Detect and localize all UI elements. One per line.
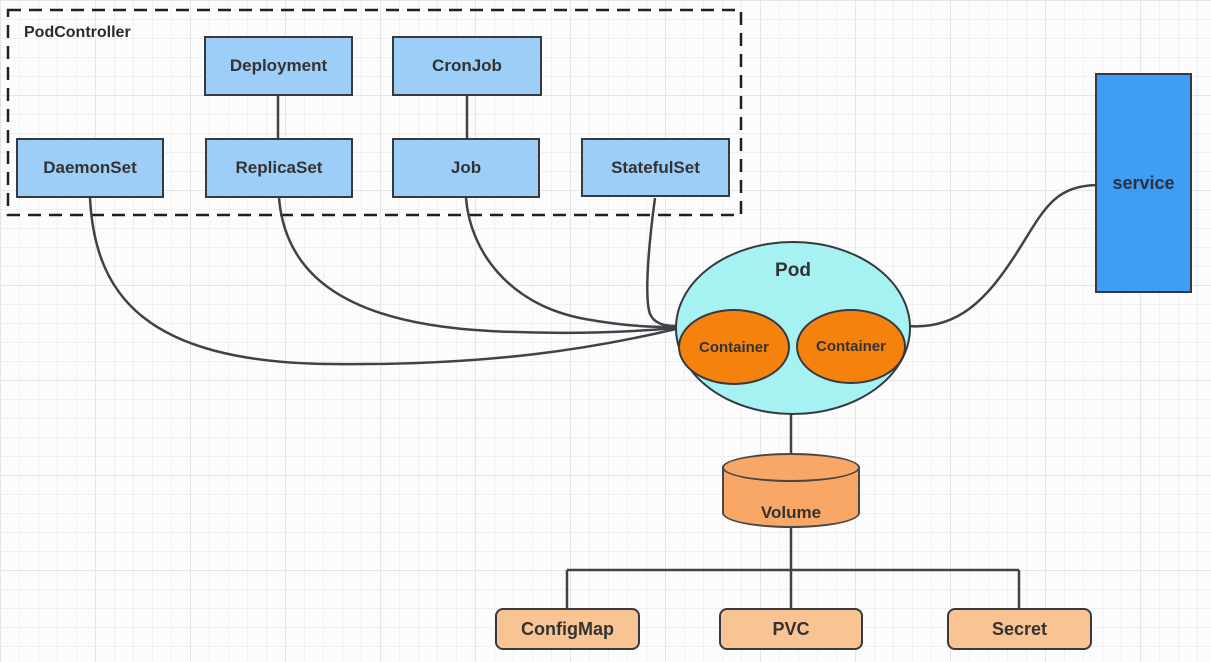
node-pvc: PVC bbox=[719, 608, 863, 650]
edge-pod-service bbox=[907, 183, 1098, 328]
node-daemonset-label: DaemonSet bbox=[43, 158, 137, 177]
node-container-1-label: Container bbox=[698, 338, 769, 356]
node-job-label: Job bbox=[450, 158, 482, 177]
node-job: Job bbox=[392, 138, 540, 198]
node-deployment-label: Deployment bbox=[229, 56, 328, 75]
node-volume-label: Volume bbox=[760, 503, 822, 522]
edge-replicaset-pod bbox=[277, 197, 677, 335]
node-secret-label: Secret bbox=[991, 618, 1048, 639]
node-cronjob: CronJob bbox=[392, 36, 542, 96]
node-statefulset-label: StatefulSet bbox=[611, 157, 700, 177]
node-cronjob-label: CronJob bbox=[432, 56, 502, 75]
node-container-2: Container bbox=[796, 309, 906, 384]
node-secret: Secret bbox=[947, 608, 1092, 650]
node-configmap-label: ConfigMap bbox=[521, 618, 614, 639]
node-pvc-label: PVC bbox=[772, 618, 810, 639]
podcontroller-group-border bbox=[6, 8, 743, 217]
edge-job-pod bbox=[464, 197, 677, 329]
edge-daemonset-pod bbox=[88, 197, 677, 366]
node-service-label: service bbox=[1112, 172, 1175, 193]
node-replicaset-label: ReplicaSet bbox=[235, 158, 323, 177]
node-container-2-label: Container bbox=[815, 338, 886, 355]
node-replicaset: ReplicaSet bbox=[205, 138, 353, 198]
node-deployment: Deployment bbox=[204, 36, 353, 96]
node-pod-label: Pod bbox=[775, 260, 811, 281]
node-daemonset: DaemonSet bbox=[16, 138, 164, 198]
edge-statefulset-pod bbox=[646, 197, 677, 328]
podcontroller-group-label: PodController bbox=[24, 24, 131, 41]
node-configmap: ConfigMap bbox=[495, 608, 640, 650]
node-volume-top bbox=[722, 453, 860, 482]
node-container-1: Container bbox=[678, 309, 790, 385]
node-statefulset: StatefulSet bbox=[581, 138, 730, 197]
node-service: service bbox=[1095, 73, 1192, 293]
edge-volume-sources bbox=[565, 528, 1021, 608]
